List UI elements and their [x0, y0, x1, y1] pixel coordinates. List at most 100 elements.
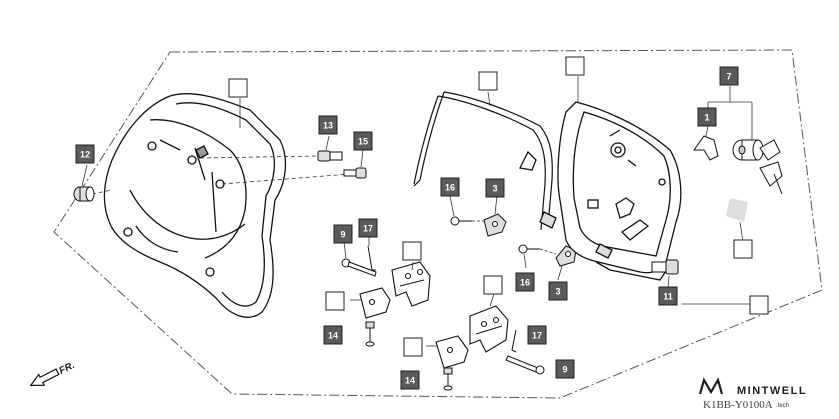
- callout-box: [325, 291, 345, 311]
- callout-blank: [565, 56, 585, 76]
- leader-16a: [449, 195, 455, 217]
- callout-box: [565, 56, 585, 76]
- callout-number: 9: [340, 230, 345, 240]
- leader-lines-shell: [91, 155, 351, 195]
- hinge-bracket-upper: [391, 261, 431, 307]
- callout-3: 3: [485, 178, 505, 198]
- bolt-13-part: [317, 150, 343, 162]
- leader-11: [667, 275, 670, 289]
- callout-box: [658, 286, 678, 306]
- callout-box: [697, 107, 717, 127]
- callout-number: 12: [80, 150, 90, 160]
- clip-17-left-part: [367, 245, 376, 271]
- callout-7: 7: [719, 66, 739, 86]
- callout-box: [353, 131, 373, 151]
- callout-blank: [403, 337, 423, 357]
- callout-box: [555, 359, 575, 379]
- callout-box: [527, 325, 547, 345]
- callout-box: [485, 178, 505, 198]
- callout-box: [733, 239, 753, 259]
- callout-box: [358, 218, 378, 238]
- leader-16b: [523, 253, 527, 269]
- leader-9a: [343, 241, 347, 259]
- lock-bracket-part-1: [693, 135, 719, 161]
- callout-number: 11: [663, 292, 673, 302]
- callout-number: 1: [704, 113, 709, 123]
- callout-blank: [733, 239, 753, 259]
- callout-number: 15: [358, 137, 368, 147]
- direction-label: FR.: [57, 360, 76, 377]
- callout-12: 12: [75, 144, 95, 164]
- brand-domain: .tech: [776, 403, 789, 409]
- callout-box: [333, 224, 353, 244]
- callout-9: 9: [555, 359, 575, 379]
- brand-watermark: MINTWELL .tech: [698, 377, 807, 409]
- callout-13: 13: [318, 115, 338, 135]
- callout-box: [719, 66, 739, 86]
- assembly-boundary: [53, 49, 823, 399]
- caution-label-part: [726, 198, 748, 222]
- callout-box: [228, 78, 248, 98]
- callout-box: [478, 71, 498, 91]
- callout-blank: [325, 291, 345, 311]
- callout-blank: [749, 295, 769, 315]
- leader-3b: [557, 265, 563, 281]
- leader-16b-dash: [539, 248, 557, 255]
- leader-c4: [487, 91, 491, 107]
- callout-3: 3: [548, 281, 568, 301]
- callout-number: 9: [562, 365, 567, 375]
- leader-15: [360, 149, 364, 168]
- callout-1: 1: [697, 107, 717, 127]
- screw-16-upper: [450, 216, 472, 226]
- callout-16: 16: [440, 177, 460, 197]
- callout-blank: [478, 71, 498, 91]
- grommet-part: [73, 186, 95, 202]
- callout-14: 14: [323, 325, 343, 345]
- leader-12: [81, 164, 88, 187]
- diagram-code: K1BB-Y0100A: [703, 399, 773, 411]
- callout-blank: [483, 275, 503, 295]
- callout-17: 17: [358, 218, 378, 238]
- callout-number: 16: [445, 183, 455, 193]
- brand-name: MINTWELL: [737, 385, 807, 397]
- callout-number: 14: [405, 376, 415, 386]
- brand-logo-mark: [698, 377, 724, 395]
- callout-box: [323, 325, 343, 345]
- leader-3a: [494, 195, 498, 215]
- hinge-bracket-lower-center: [469, 305, 509, 353]
- hinge-bracket-bottom: [435, 335, 469, 369]
- callout-16: 16: [515, 272, 535, 292]
- callout-17: 17: [527, 325, 547, 345]
- callout-number: 16: [520, 278, 530, 288]
- callout-number: 13: [323, 121, 333, 131]
- bracket-3-upper: [483, 213, 507, 237]
- pin-9-left-part: [341, 258, 377, 277]
- callout-number: 17: [363, 224, 373, 234]
- callout-box: [400, 370, 420, 390]
- callout-number: 17: [532, 331, 542, 341]
- bolt-11-part: [651, 259, 679, 275]
- callout-box: [440, 177, 460, 197]
- callout-box: [749, 295, 769, 315]
- screw-14-left-part: [365, 321, 375, 347]
- callout-blank: [228, 78, 248, 98]
- callout-blank: [402, 241, 422, 261]
- leader-c2: [411, 261, 414, 271]
- callout-number: 3: [555, 287, 560, 297]
- callout-number: 3: [492, 184, 497, 194]
- callout-box: [402, 241, 422, 261]
- cover-panel: [103, 93, 287, 318]
- callout-15: 15: [353, 131, 373, 151]
- screw-14-right-part: [443, 367, 453, 391]
- screw-15-part: [343, 167, 367, 179]
- callout-box: [403, 337, 423, 357]
- screw-16-lower: [518, 244, 540, 254]
- callout-box: [75, 144, 95, 164]
- callout-14: 14: [400, 370, 420, 390]
- callout-box: [515, 272, 535, 292]
- callout-number: 7: [726, 72, 731, 82]
- seal-strip: [413, 91, 553, 231]
- front-direction-arrow: FR.: [29, 360, 77, 386]
